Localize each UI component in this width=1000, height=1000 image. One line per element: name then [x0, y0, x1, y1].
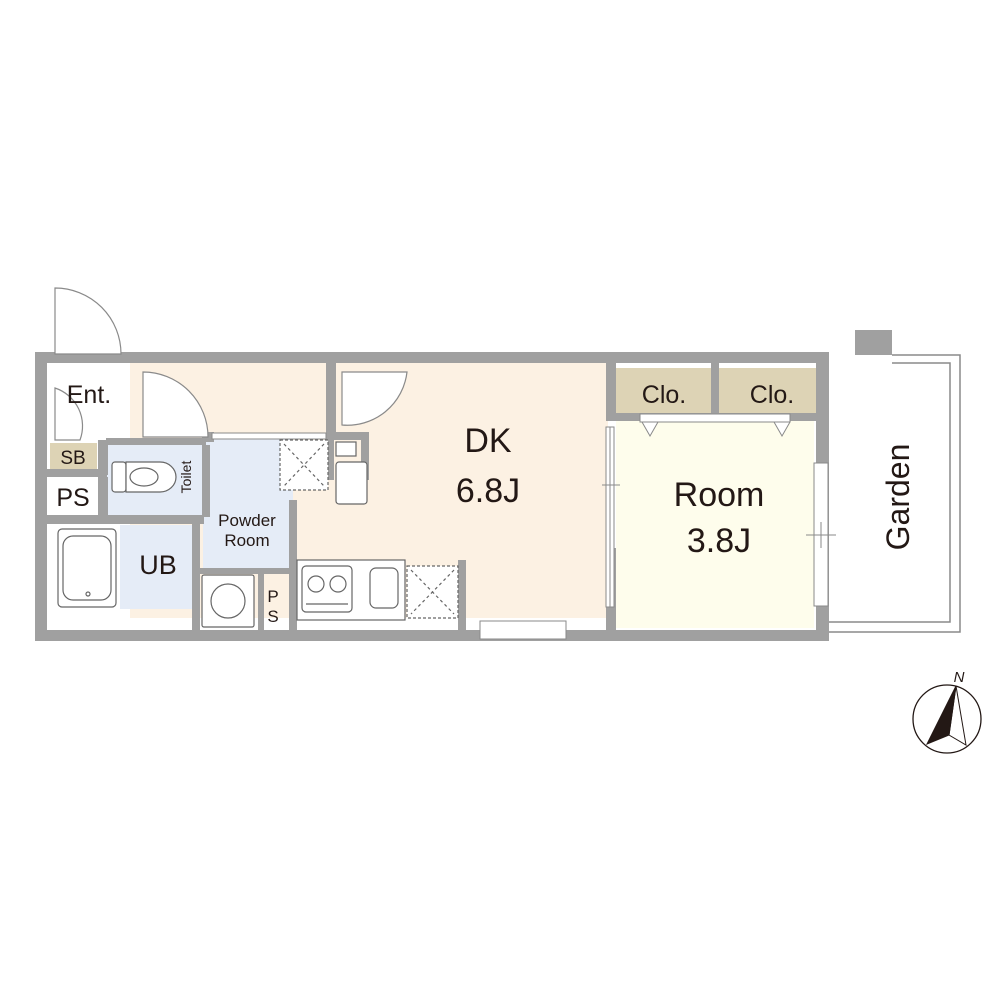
entrance-label: Ent. [67, 381, 111, 409]
compass-north-label: N [954, 669, 965, 686]
north-compass: N [912, 669, 982, 754]
powder-room-label-line2: Room [224, 531, 269, 550]
doors [54, 287, 408, 441]
entrance-inner-door [142, 371, 209, 438]
pipe-space-1-label: PS [56, 484, 89, 512]
pipe-space-2-label-line1: P [267, 587, 278, 606]
powder-room-basin [279, 439, 329, 491]
toilet-label: Toilet [178, 461, 194, 494]
powder-room-floor [203, 437, 293, 568]
bathtub [57, 528, 117, 608]
closet-2-label: Clo. [750, 381, 794, 409]
dk-door [341, 371, 408, 426]
closet-doors [639, 413, 791, 438]
closet-1 [612, 368, 711, 414]
fixtures [57, 439, 459, 628]
closet-1-label: Clo. [642, 381, 686, 409]
kitchen-counter [296, 559, 406, 621]
refrigerator-space [406, 565, 459, 619]
compass-arrow-dark-icon [925, 685, 957, 745]
shoe-box-label: SB [60, 448, 85, 469]
dk-name-label: DK [464, 422, 512, 460]
room-size-label: 3.8J [687, 522, 751, 560]
washing-machine [201, 574, 255, 628]
entrance-door [54, 287, 122, 355]
room-floor [616, 418, 814, 628]
unit-bath-label: UB [139, 550, 177, 580]
unit-bath-floor [120, 525, 192, 609]
garden-floor [829, 362, 959, 632]
entrance-small-door [54, 387, 84, 441]
dk-size-label: 6.8J [456, 472, 520, 510]
toilet-bowl [111, 461, 177, 493]
shoe-box [50, 443, 97, 469]
pipe-space-2-label-line2: S [267, 607, 278, 626]
closet-2 [719, 368, 816, 414]
powder-room-label-line1: Powder [218, 511, 276, 530]
dk-cabinet-small [335, 441, 357, 457]
garden-label: Garden [880, 444, 916, 551]
dk-cabinet [335, 461, 368, 505]
garden-outline [829, 354, 961, 633]
room-name-label: Room [674, 476, 765, 514]
